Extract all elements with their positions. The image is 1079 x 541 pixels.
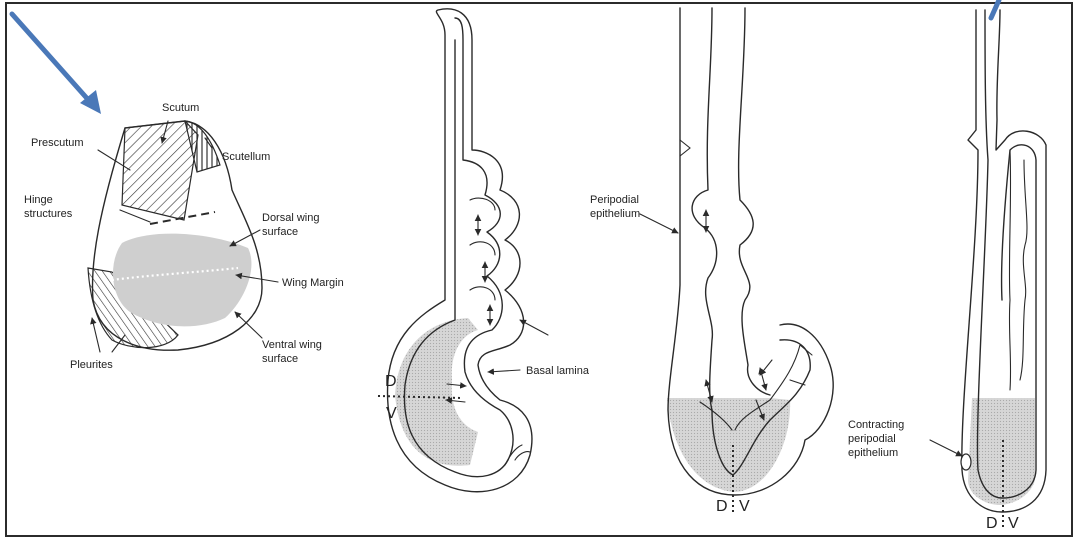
label-v-panel2: V: [386, 405, 397, 422]
label-contracting-line1: Contracting: [848, 419, 904, 431]
label-contracting-line3: epithelium: [848, 447, 898, 459]
label-v-panel3: V: [739, 498, 750, 515]
wing-pouch-shading: [113, 234, 251, 327]
label-d-panel4: D: [986, 515, 998, 532]
label-d-panel2: D: [385, 373, 397, 390]
label-wing-margin: Wing Margin: [282, 277, 344, 289]
label-dorsal-line1: Dorsal wing: [262, 212, 319, 224]
label-ventral-line1: Ventral wing: [262, 339, 322, 351]
label-hinge-line2: structures: [24, 208, 73, 220]
label-peripodial-line2: epithelium: [590, 208, 640, 220]
label-dorsal-line2: surface: [262, 226, 298, 238]
label-peripodial-line1: Peripodial: [590, 194, 639, 206]
panel-4-everted-disc: Contracting peripodial epithelium D V: [848, 10, 1046, 532]
label-contracting-line2: peripodial: [848, 433, 896, 445]
panel-3-everting-disc: Peripodial epithelium D V: [590, 8, 833, 515]
label-pleurites: Pleurites: [70, 359, 113, 371]
label-hinge-line1: Hinge: [24, 194, 53, 206]
label-d-panel3: D: [716, 498, 728, 515]
label-prescutum: Prescutum: [31, 137, 84, 149]
label-basal-lamina: Basal lamina: [526, 365, 590, 377]
pointer-arrow-left-icon: [12, 14, 101, 114]
label-v-panel4: V: [1008, 515, 1019, 532]
label-scutellum: Scutellum: [222, 151, 270, 163]
panel-2-folded-disc: D V Basal lamina: [378, 9, 590, 492]
panel-1-fate-map: Scutum Prescutum Scutellum Hinge structu…: [24, 102, 344, 371]
label-ventral-line2: surface: [262, 353, 298, 365]
label-scutum: Scutum: [162, 102, 199, 114]
scutum-region: [122, 121, 198, 220]
